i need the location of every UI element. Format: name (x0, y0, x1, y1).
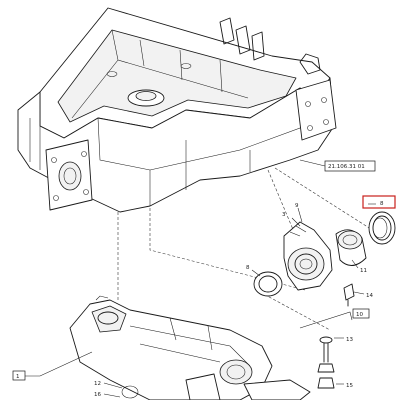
callout-13: 13 (346, 337, 353, 343)
pivot-bracket[interactable]: 3 9 (282, 203, 333, 291)
grease-fitting[interactable]: 14 (343, 283, 373, 307)
reference-callout[interactable]: 21.106.31 01 (299, 159, 376, 172)
reference-label: 21.106.31 01 (328, 164, 365, 170)
group-callout-1[interactable]: 1 (12, 351, 93, 381)
lower-seal[interactable]: 8 (246, 265, 283, 297)
axle-support-housing (17, 7, 337, 213)
front-axle-housing[interactable] (69, 295, 311, 400)
callout-16: 16 (94, 392, 101, 398)
callout-12: 12 (94, 381, 101, 387)
bushing[interactable]: 11 (335, 229, 367, 274)
callout-3: 3 (282, 212, 286, 218)
highlighted-part-number: 8 (380, 201, 384, 207)
callout-8-lower: 8 (246, 265, 250, 271)
callout-11: 11 (360, 268, 367, 274)
group-callout-10[interactable]: 10 (299, 308, 370, 329)
callout-14: 14 (366, 293, 373, 299)
callout-1: 1 (16, 374, 20, 380)
seal-ring[interactable] (368, 211, 396, 245)
callouts-bottom: 12 16 (94, 381, 123, 398)
assembly-guide-lines (117, 167, 386, 331)
callout-15: 15 (346, 383, 353, 389)
highlighted-callout-8[interactable]: 8 (362, 195, 396, 209)
callout-10: 10 (356, 312, 363, 318)
pivot-bolt[interactable]: 13 15 (317, 336, 353, 389)
highlight-box (362, 195, 396, 209)
callout-9: 9 (295, 203, 299, 209)
